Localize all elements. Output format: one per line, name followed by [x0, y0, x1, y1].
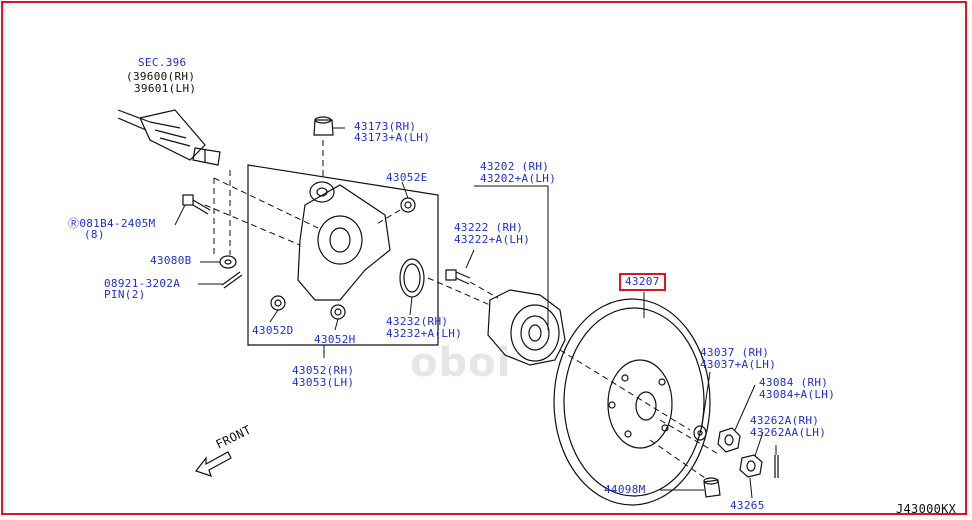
callout-43080b[interactable]: 43080B [150, 254, 192, 267]
callout-43037a[interactable]: 43037+A(LH) [700, 358, 777, 371]
callout-44098m[interactable]: 44098M [604, 483, 646, 496]
callout-43202[interactable]: 43202 (RH) [480, 160, 550, 173]
callout-081b4[interactable]: Ⓡ081B4-2405M [68, 217, 156, 230]
callout-08921[interactable]: 08921-3202A [104, 277, 181, 290]
cotter-43265 [774, 455, 779, 478]
washer-43080b [219, 255, 237, 269]
drive-shaft [117, 109, 221, 166]
cap-44098m [703, 477, 721, 498]
callout-43232a[interactable]: 43232+A(LH) [386, 327, 463, 340]
callout-43052d[interactable]: 43052D [252, 324, 294, 337]
callout-43173a[interactable]: 43173+A(LH) [354, 131, 431, 144]
callout-43084a[interactable]: 43084+A(LH) [759, 388, 836, 401]
rotor-43207 [553, 298, 711, 506]
081b4-text: 081B4-2405M [79, 217, 156, 230]
callout-081b4-qty: (8) [84, 228, 105, 241]
bushing-43052d [270, 295, 286, 311]
hub-43202 [487, 289, 566, 366]
front-arrow [195, 451, 232, 477]
nut-43262a [739, 454, 763, 478]
callout-43262aa[interactable]: 43262AA(LH) [750, 426, 827, 439]
bolt-43222 [445, 269, 471, 285]
knuckle-group-box [247, 164, 439, 346]
callout-43052h[interactable]: 43052H [314, 333, 356, 346]
bushing-43052h [330, 304, 346, 320]
callout-43232[interactable]: 43232(RH) [386, 315, 449, 328]
callout-sec-39601: 39601(LH) [134, 82, 197, 95]
watermark-logo: oboi [410, 340, 512, 386]
callout-43222a[interactable]: 43222+A(LH) [454, 233, 531, 246]
callout-43084[interactable]: 43084 (RH) [759, 376, 829, 389]
bolt-081b4 [182, 194, 211, 215]
knuckle [297, 181, 391, 301]
bushing-43052e [400, 197, 416, 213]
callout-43265[interactable]: 43265 [730, 499, 765, 512]
callout-43207-highlighted[interactable]: 43207 [619, 273, 666, 291]
callout-pin: PIN(2) [104, 288, 146, 301]
callout-43052[interactable]: 43052(RH) [292, 364, 355, 377]
callout-43053[interactable]: 43053(LH) [292, 376, 355, 389]
diagram-code: J43000KX [896, 502, 957, 516]
callout-43202a[interactable]: 43202+A(LH) [480, 172, 557, 185]
callout-43052e[interactable]: 43052E [386, 171, 428, 184]
callout-sec-396[interactable]: SEC.396 [138, 56, 187, 69]
nut-43084 [717, 427, 741, 453]
callout-43037[interactable]: 43037 (RH) [700, 346, 770, 359]
bushing-43173 [313, 116, 334, 136]
seal-43232 [399, 258, 425, 298]
callout-43262a[interactable]: 43262A(RH) [750, 414, 820, 427]
callout-43222[interactable]: 43222 (RH) [454, 221, 524, 234]
callout-sec-39600: (39600(RH) [126, 70, 196, 83]
pin-08921 [221, 271, 243, 289]
callout-43173[interactable]: 43173(RH) [354, 120, 417, 133]
sec-39600-text: 39600(RH) [132, 70, 196, 83]
washer-43037 [693, 425, 707, 441]
